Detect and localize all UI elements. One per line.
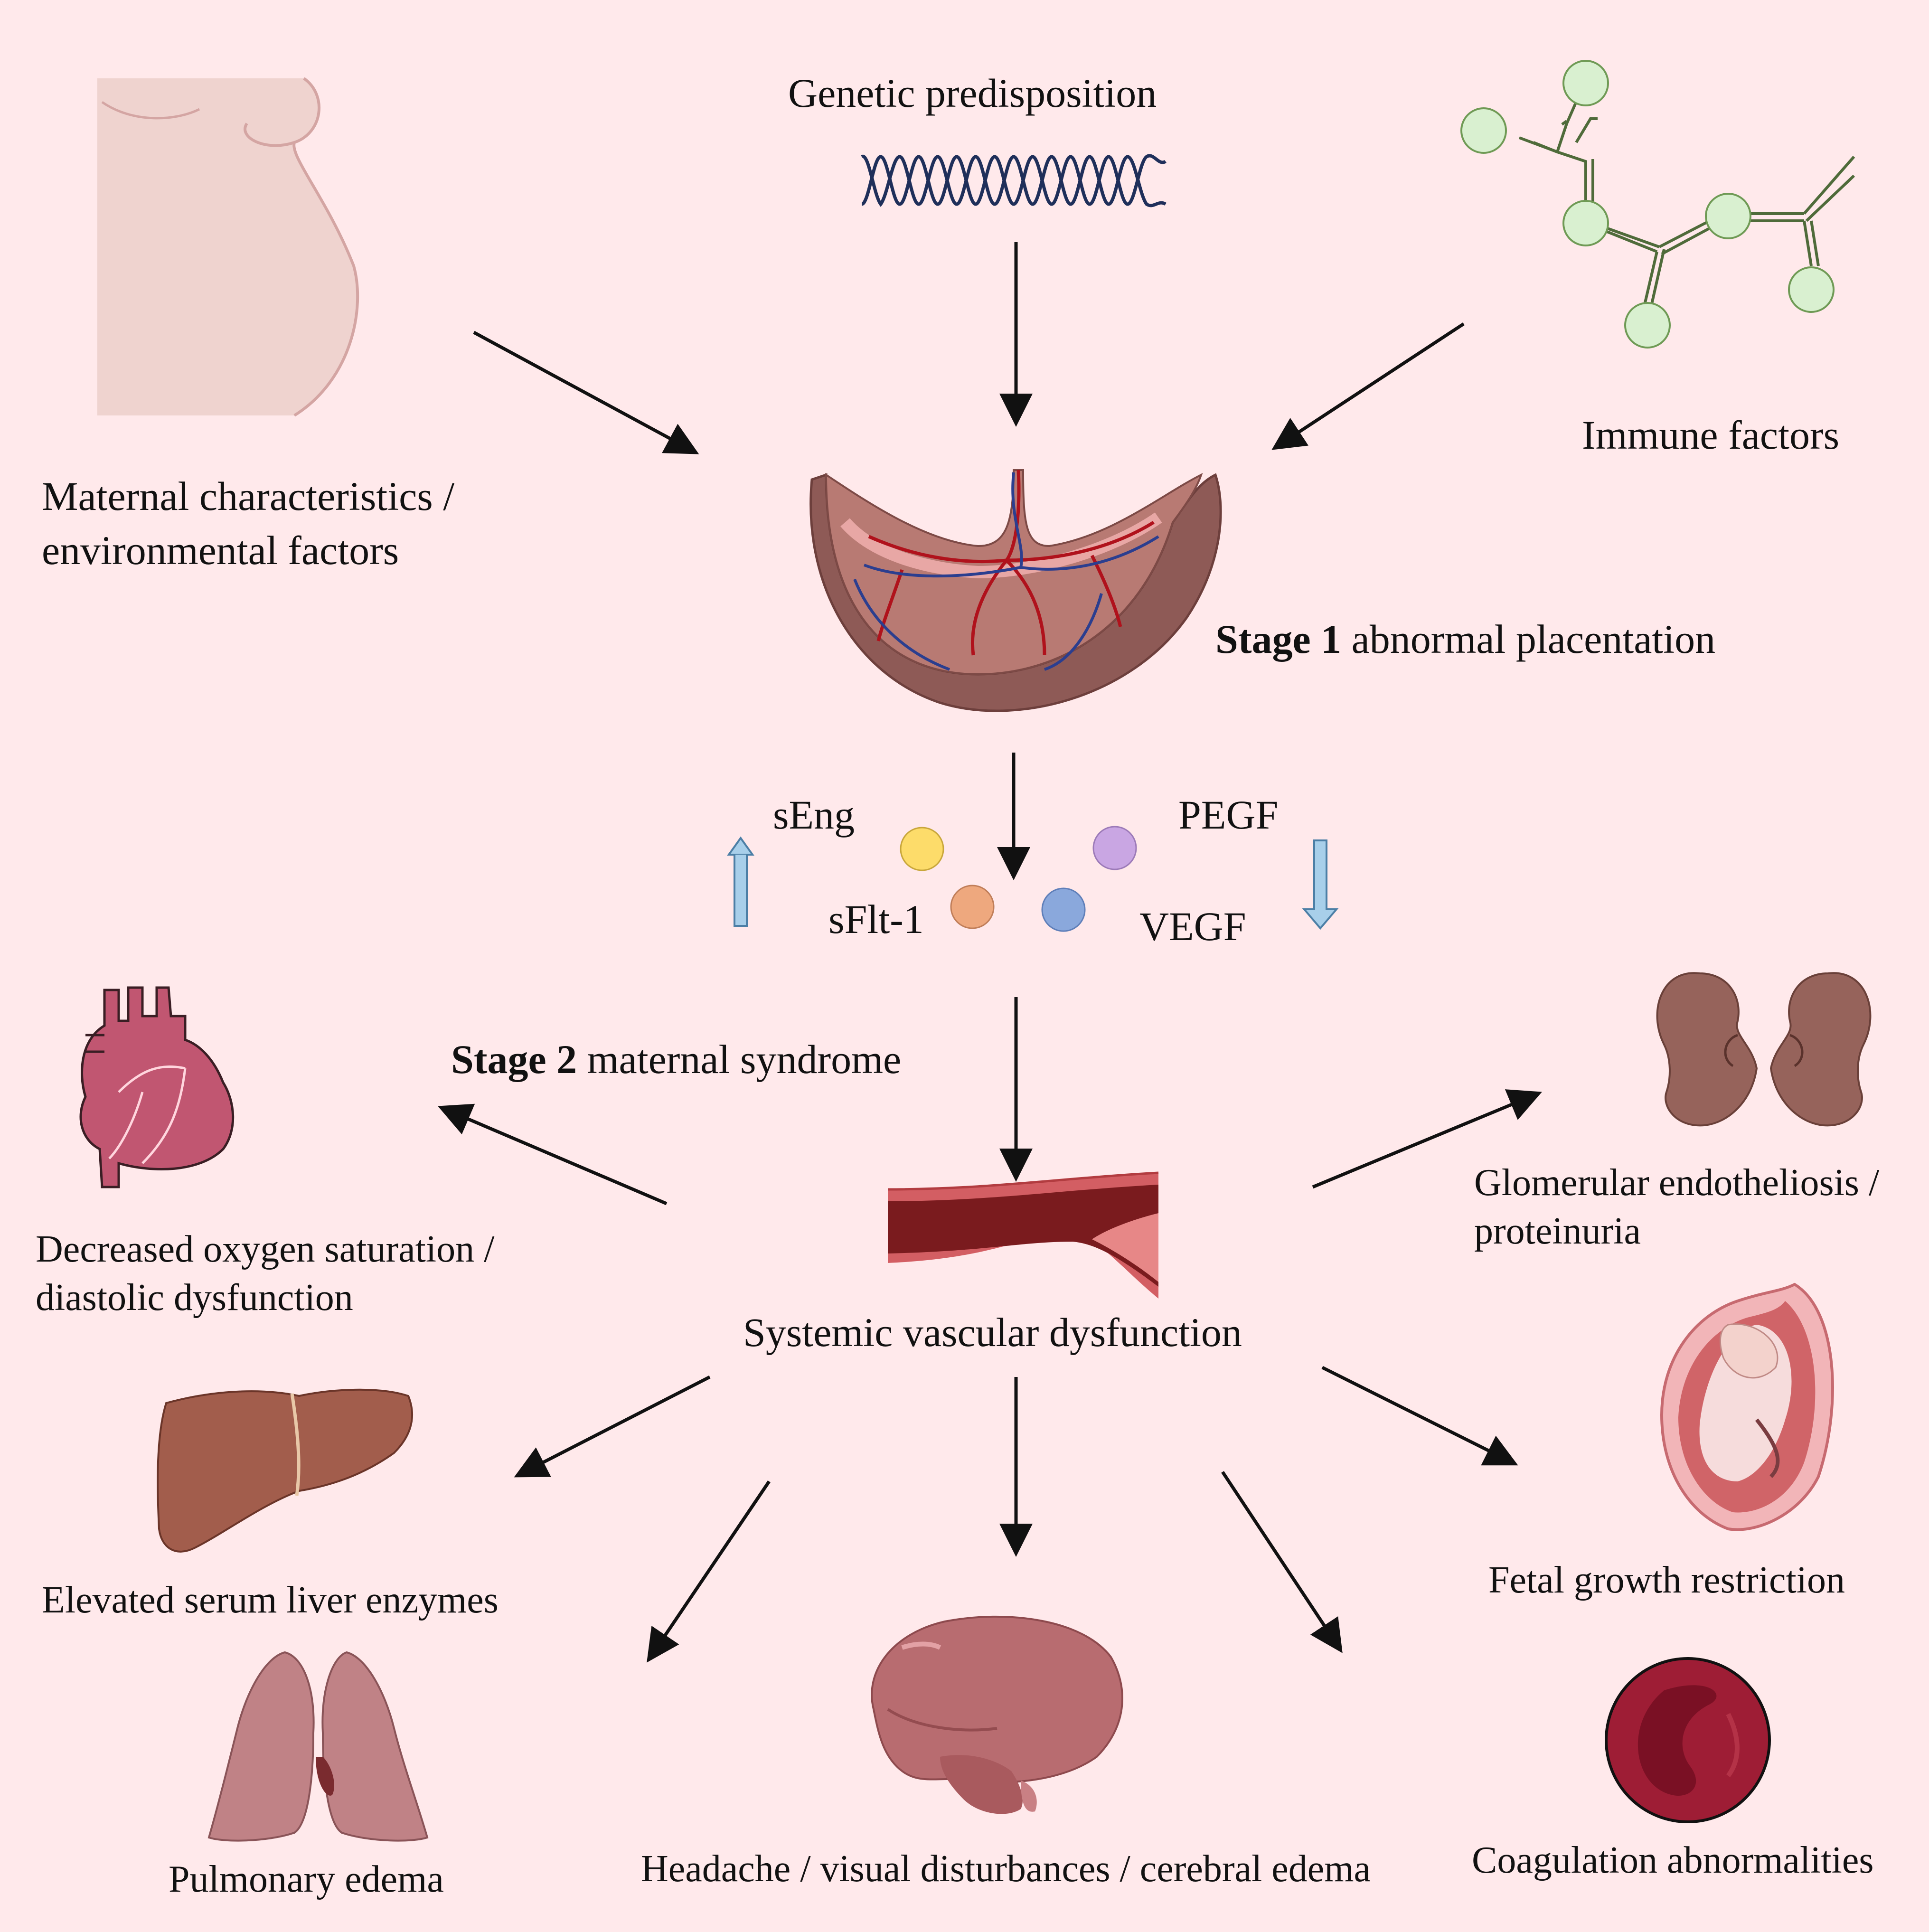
brain-icon [871, 1615, 1123, 1814]
lungs-icon [207, 1651, 429, 1842]
marker-pegf [1092, 826, 1137, 870]
arrow-to-heart [438, 1103, 668, 1206]
pregnant-belly-icon [97, 77, 359, 417]
kidney-icon [1656, 972, 1872, 1127]
down-arrow-icon [1302, 839, 1339, 930]
stage2-label: Stage 2 maternal syndrome [451, 1037, 902, 1082]
arrow-immune-to-placenta [1271, 322, 1465, 450]
red-blood-cell-icon [1605, 1657, 1771, 1823]
fetus-icon [1660, 1282, 1834, 1531]
lung-label: Pulmonary edema [169, 1858, 444, 1900]
marker-sflt1 [950, 885, 995, 929]
arrow-to-blood [1221, 1471, 1343, 1653]
marker-vegf [1041, 887, 1086, 932]
seng-label: sEng [773, 792, 855, 838]
antibody-icon [1460, 60, 1855, 349]
vegf-label: VEGF [1139, 904, 1246, 949]
heart-label: Decreased oxygen saturation / diastolic … [36, 1228, 495, 1319]
fetal-label: Fetal growth restriction [1488, 1559, 1845, 1601]
dna-icon [861, 154, 1167, 207]
liver-icon [157, 1388, 413, 1553]
up-arrow-shaft [734, 855, 748, 927]
arrow-to-lungs [647, 1480, 771, 1663]
immune-label: Immune factors [1582, 412, 1840, 458]
genetic-label: Genetic predisposition [788, 70, 1157, 116]
kidney-label: Glomerular endotheliosis / proteinuria [1474, 1162, 1880, 1252]
heart-icon [79, 986, 235, 1188]
arrow-maternal-to-placenta [473, 330, 699, 454]
sflt1-label: sFlt-1 [828, 896, 924, 942]
brain-label: Headache / visual disturbances / cerebra… [641, 1848, 1371, 1890]
arrows [438, 242, 1542, 1663]
coag-label: Coagulation abnormalities [1472, 1839, 1874, 1881]
blood-vessel-icon [887, 1171, 1159, 1299]
arrow-to-kidney [1312, 1089, 1542, 1189]
placenta-icon [809, 469, 1222, 712]
arrow-to-fetus [1321, 1366, 1518, 1466]
maternal-label: Maternal characteristics / environmental… [42, 473, 455, 573]
arrow-to-liver [514, 1375, 711, 1478]
systemic-label: Systemic vascular dysfunction [743, 1310, 1242, 1355]
liver-label: Elevated serum liver enzymes [42, 1579, 499, 1621]
marker-seng [900, 827, 944, 871]
pegf-label: PEGF [1178, 792, 1279, 838]
stage1-label: Stage 1 abnormal placentation [1215, 616, 1716, 662]
